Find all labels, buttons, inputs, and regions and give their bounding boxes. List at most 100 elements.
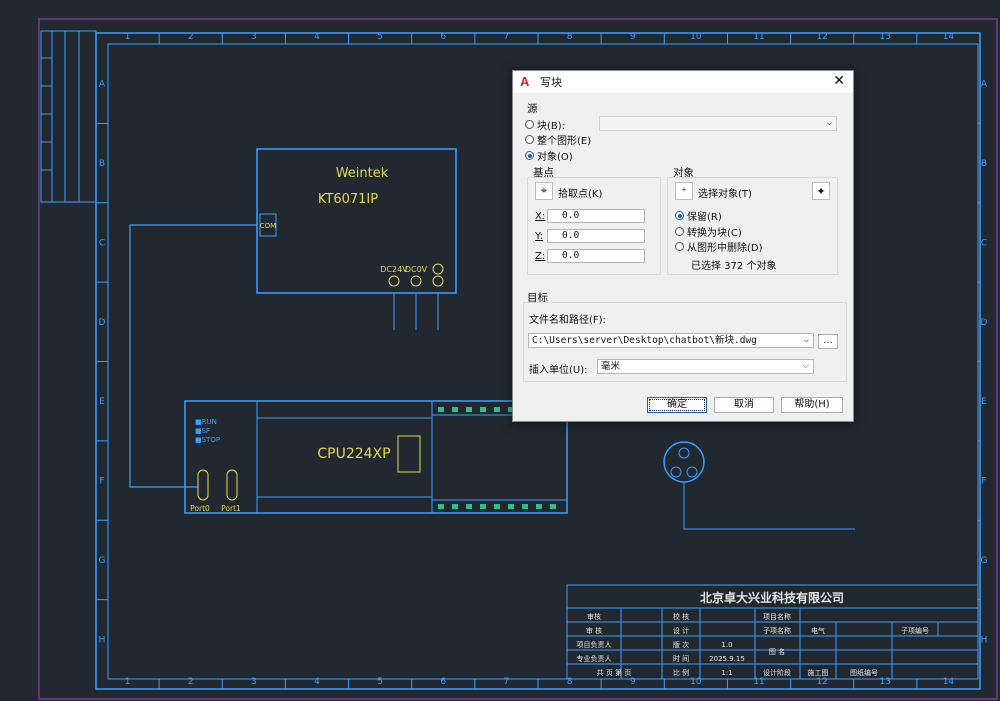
block-name-combo[interactable]: ⌵ bbox=[599, 116, 837, 131]
tb-scale-value: 1:1 bbox=[721, 669, 732, 677]
source-group-label: 源 bbox=[527, 103, 538, 115]
tb-banci-value: 1.0 bbox=[721, 641, 732, 649]
column-number: 8 bbox=[567, 32, 573, 42]
row-letter: D bbox=[99, 318, 106, 328]
tb-zhuanye-fuze: 专业负责人 bbox=[577, 654, 612, 663]
x-input[interactable]: 0.0 bbox=[547, 209, 645, 223]
column-number: 4 bbox=[314, 677, 320, 687]
tb-tuming: 图 名 bbox=[769, 647, 785, 656]
help-button[interactable]: 帮助(H) bbox=[781, 397, 843, 413]
radio-delete-label: 从图形中删除(D) bbox=[687, 243, 763, 254]
radio-delete-circle[interactable] bbox=[675, 242, 684, 251]
radio-objects-label: 对象(O) bbox=[537, 152, 573, 163]
column-number: 1 bbox=[125, 677, 131, 687]
column-number: 12 bbox=[816, 32, 827, 42]
ok-button[interactable]: 确定 bbox=[647, 397, 707, 413]
units-combo[interactable]: 毫米⌵ bbox=[597, 359, 814, 374]
row-letter: B bbox=[99, 159, 105, 169]
port1-label: Port1 bbox=[221, 504, 241, 513]
row-letter: G bbox=[981, 556, 988, 566]
row-letter: H bbox=[99, 635, 106, 645]
close-icon[interactable]: ✕ bbox=[833, 73, 845, 89]
column-number: 14 bbox=[943, 32, 955, 42]
row-letter: A bbox=[981, 80, 988, 90]
column-number: 6 bbox=[440, 32, 446, 42]
plc-mode-switch bbox=[397, 435, 421, 473]
chevron-down-icon: ⌵ bbox=[826, 118, 832, 128]
io-terminal bbox=[480, 407, 486, 412]
row-letter: F bbox=[99, 477, 104, 487]
tb-shenhe2: 审 核 bbox=[586, 626, 602, 635]
filepath-value: C:\Users\server\Desktop\chatbot\新块.dwg bbox=[532, 335, 757, 346]
filepath-label: 文件名和路径(F): bbox=[529, 315, 606, 326]
tb-xiangmu-fuze: 项目负责人 bbox=[577, 640, 612, 649]
radio-block[interactable]: 块(B): bbox=[525, 117, 565, 132]
row-letter: A bbox=[99, 80, 106, 90]
hmi-box bbox=[256, 148, 457, 294]
io-terminal bbox=[522, 504, 528, 509]
row-letter: G bbox=[99, 556, 106, 566]
radio-delete[interactable]: 从图形中删除(D) bbox=[675, 239, 763, 254]
power-plug-symbol bbox=[663, 441, 855, 530]
column-number: 13 bbox=[880, 677, 891, 687]
hmi-terminals bbox=[388, 263, 444, 287]
tb-shenhe: 审核 bbox=[587, 612, 601, 621]
radio-entire-drawing[interactable]: 整个图形(E) bbox=[525, 132, 591, 147]
tb-bili: 比 例 bbox=[673, 668, 689, 677]
plc-led-stop: ■STOP bbox=[195, 436, 220, 444]
select-objects-label[interactable]: 选择对象(T) bbox=[698, 189, 752, 200]
dc24v-label: DC24V bbox=[380, 265, 408, 274]
x-label: X: bbox=[535, 211, 546, 222]
pick-point-icon[interactable]: ⌖ bbox=[535, 182, 553, 200]
io-terminal bbox=[438, 504, 444, 509]
filepath-combo[interactable]: C:\Users\server\Desktop\chatbot\新块.dwg⌵ bbox=[528, 333, 814, 348]
radio-retain[interactable]: 保留(R) bbox=[675, 208, 722, 223]
dialog-titlebar[interactable]: A 写块 ✕ bbox=[513, 71, 853, 93]
port0-connector bbox=[197, 469, 209, 501]
units-value: 毫米 bbox=[601, 361, 621, 372]
radio-convert[interactable]: 转换为块(C) bbox=[675, 224, 742, 239]
row-letter: B bbox=[981, 159, 987, 169]
hmi-power-wires bbox=[393, 293, 439, 330]
radio-block-circle[interactable] bbox=[525, 120, 534, 129]
io-terminal bbox=[508, 407, 514, 412]
io-terminal bbox=[494, 504, 500, 509]
pick-point-label[interactable]: 拾取点(K) bbox=[558, 189, 603, 200]
tb-tuzhi-bianhao: 图纸编号 bbox=[850, 668, 878, 677]
autocad-icon: A bbox=[520, 74, 530, 89]
radio-entire-circle[interactable] bbox=[525, 135, 534, 144]
sheet-outer-border bbox=[38, 18, 998, 700]
objects-group-label: 对象 bbox=[673, 167, 694, 179]
io-terminal bbox=[452, 407, 458, 412]
z-label: Z: bbox=[535, 251, 546, 262]
radio-objects[interactable]: 对象(O) bbox=[525, 148, 573, 163]
row-letter: E bbox=[99, 397, 105, 407]
column-number: 12 bbox=[816, 677, 827, 687]
column-number: 3 bbox=[251, 32, 257, 42]
y-input[interactable]: 0.0 bbox=[547, 229, 645, 243]
radio-retain-circle[interactable] bbox=[675, 211, 684, 220]
radio-retain-label: 保留(R) bbox=[687, 212, 722, 223]
tb-sheji-jieduan: 设计阶段 bbox=[763, 668, 791, 677]
radio-block-label: 块(B): bbox=[537, 121, 566, 132]
column-number: 8 bbox=[567, 677, 573, 687]
quick-select-icon[interactable]: ✦ bbox=[812, 182, 830, 200]
radio-convert-label: 转换为块(C) bbox=[687, 228, 742, 239]
column-number: 10 bbox=[690, 677, 702, 687]
radio-objects-circle[interactable] bbox=[525, 151, 534, 160]
z-input[interactable]: 0.0 bbox=[547, 249, 645, 263]
tb-date-value: 2025.9.15 bbox=[709, 655, 745, 663]
io-terminal bbox=[536, 504, 542, 509]
left-revision-block bbox=[40, 30, 97, 203]
radio-convert-circle[interactable] bbox=[675, 227, 684, 236]
column-number: 5 bbox=[377, 677, 383, 687]
select-objects-icon[interactable]: ⁺ bbox=[675, 182, 693, 200]
browse-button[interactable]: ... bbox=[818, 334, 838, 349]
tb-sheji: 设 计 bbox=[673, 626, 689, 635]
cancel-button[interactable]: 取消 bbox=[714, 397, 774, 413]
plc-box bbox=[184, 400, 568, 514]
selected-count: 已选择 372 个对象 bbox=[691, 261, 777, 272]
